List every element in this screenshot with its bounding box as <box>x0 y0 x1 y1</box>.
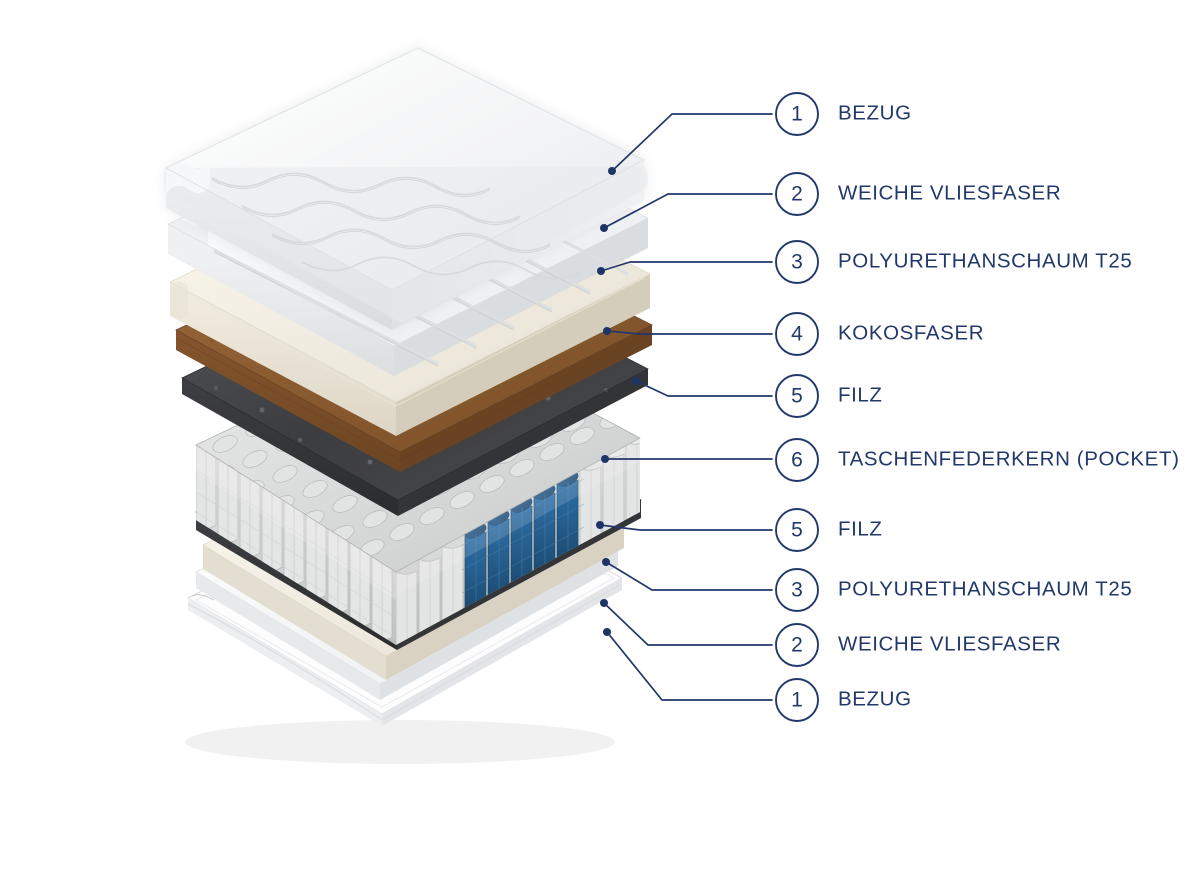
callout-6-taschenfederkern[interactable]: 6 TASCHENFEDERKERN (POCKET) <box>601 438 1180 482</box>
callout-label-8: POLYURETHANSCHAUM T25 <box>838 577 1132 600</box>
callout-9-vliesfaser-bottom[interactable]: 2 WEICHE VLIESFASER <box>600 599 1061 667</box>
callout-number-4: 4 <box>791 323 803 346</box>
callout-label-7: FILZ <box>838 517 883 540</box>
leader-line-4 <box>606 330 773 335</box>
callout-label-10: BEZUG <box>838 687 912 710</box>
callout-ring-1[interactable] <box>775 92 819 136</box>
callout-label-2: WEICHE VLIESFASER <box>838 181 1061 204</box>
callout-8-pu-foam-bottom[interactable]: 3 POLYURETHANSCHAUM T25 <box>602 558 1132 612</box>
callout-number-2: 2 <box>791 183 803 206</box>
callout-number-5: 5 <box>791 385 803 408</box>
callout-2-vliesfaser-top[interactable]: 2 WEICHE VLIESFASER <box>600 172 1061 232</box>
callout-number-6: 6 <box>791 449 803 472</box>
leader-dot-1 <box>608 167 616 175</box>
leader-dot-10 <box>603 628 611 636</box>
ground-shadow <box>185 720 615 764</box>
callout-number-7: 5 <box>791 519 803 542</box>
leader-dot-4 <box>603 327 611 335</box>
leader-dot-8 <box>602 558 610 566</box>
quilting-stitches <box>211 172 581 280</box>
leader-line-3 <box>600 261 773 272</box>
callout-label-4: KOKOSFASER <box>838 321 984 344</box>
callout-label-3: POLYURETHANSCHAUM T25 <box>838 249 1132 272</box>
layer-bezug-top <box>163 47 648 330</box>
callout-1-bezug-top[interactable]: 1 BEZUG <box>608 92 912 175</box>
leader-dot-6 <box>601 455 609 463</box>
leader-dot-9 <box>600 599 608 607</box>
callout-number-9: 2 <box>791 634 803 657</box>
leader-line-5 <box>635 380 773 397</box>
callout-label-5: FILZ <box>838 383 883 406</box>
callout-label-9: WEICHE VLIESFASER <box>838 632 1061 655</box>
leader-line-10 <box>606 631 773 701</box>
leader-dot-2 <box>600 224 608 232</box>
leader-dot-5 <box>632 377 640 385</box>
callout-ring-2[interactable] <box>775 172 819 216</box>
leader-line-1 <box>611 113 773 172</box>
callout-ring-8[interactable] <box>775 568 819 612</box>
callout-3-pu-foam-top[interactable]: 3 POLYURETHANSCHAUM T25 <box>597 240 1132 284</box>
callout-ring-9[interactable] <box>775 623 819 667</box>
callout-number-10: 1 <box>791 689 803 712</box>
callout-7-filz-bottom[interactable]: 5 FILZ <box>596 508 883 552</box>
callout-5-filz-top[interactable]: 5 FILZ <box>632 374 883 418</box>
leader-dot-3 <box>597 267 605 275</box>
callout-ring-7[interactable] <box>775 508 819 552</box>
callout-ring-6[interactable] <box>775 438 819 482</box>
leader-line-8 <box>605 561 773 591</box>
callout-ring-5[interactable] <box>775 374 819 418</box>
callout-number-8: 3 <box>791 579 803 602</box>
leader-dot-7 <box>596 521 604 529</box>
callout-label-6: TASCHENFEDERKERN (POCKET) <box>838 447 1180 470</box>
callout-ring-3[interactable] <box>775 240 819 284</box>
callout-label-1: BEZUG <box>838 101 912 124</box>
callout-10-bezug-bottom[interactable]: 1 BEZUG <box>603 628 912 722</box>
leader-line-7 <box>599 524 773 531</box>
callout-number-3: 3 <box>791 251 803 274</box>
callout-ring-4[interactable] <box>775 312 819 356</box>
callout-number-1: 1 <box>791 103 803 126</box>
callout-ring-10[interactable] <box>775 678 819 722</box>
leader-line-9 <box>603 602 773 646</box>
callouts: 1 BEZUG 2 WEICHE VLIESFASER 3 POLYURETHA… <box>596 92 1180 722</box>
callout-4-kokosfaser[interactable]: 4 KOKOSFASER <box>603 312 984 356</box>
leader-line-2 <box>603 193 773 229</box>
